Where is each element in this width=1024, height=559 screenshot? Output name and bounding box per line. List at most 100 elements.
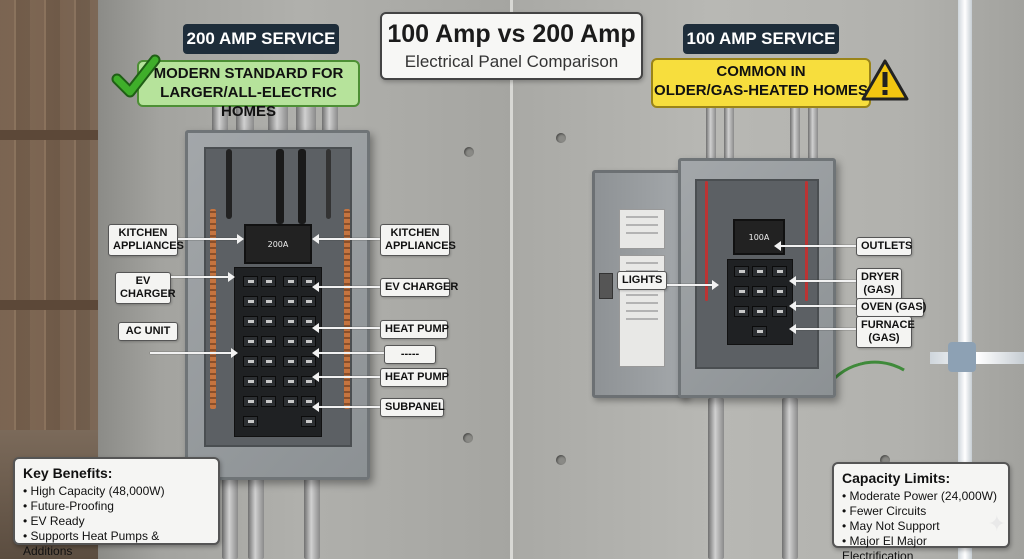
conduit xyxy=(708,398,724,559)
tagline-line: MODERN STANDARD FOR xyxy=(153,65,344,82)
water-pipe xyxy=(930,352,1024,364)
conduit xyxy=(790,95,800,160)
breaker xyxy=(261,276,276,287)
breaker xyxy=(283,276,298,287)
breaker xyxy=(261,316,276,327)
breaker xyxy=(283,336,298,347)
wood-beam xyxy=(0,300,98,310)
callout-line: EV xyxy=(135,275,151,287)
panel-interior: 200A xyxy=(204,147,352,447)
breaker xyxy=(283,316,298,327)
callout-text: HEAT PUMP xyxy=(385,371,449,383)
breaker xyxy=(734,306,749,317)
breaker xyxy=(261,336,276,347)
conduit xyxy=(222,475,238,559)
breaker xyxy=(301,416,316,427)
ground-bar xyxy=(210,209,216,409)
callout-dryer: DRYER (GAS) xyxy=(856,268,902,300)
leader-line xyxy=(171,272,235,282)
service-badge-200a: 200 AMP SERVICE xyxy=(183,24,339,54)
conduit xyxy=(724,95,734,160)
panel-200a: 200A xyxy=(185,130,370,480)
breaker xyxy=(243,336,258,347)
main-breaker-label: 100A xyxy=(748,232,770,242)
breaker xyxy=(243,416,258,427)
breaker xyxy=(283,296,298,307)
breaker xyxy=(772,266,787,277)
tagline-200a: MODERN STANDARD FOR LARGER/ALL-ELECTRIC … xyxy=(137,60,360,120)
door-label xyxy=(619,209,665,249)
wire xyxy=(326,149,331,219)
water-pipe xyxy=(958,0,972,559)
callout-dashes: ----- xyxy=(384,345,436,364)
page-title: 100 Amp vs 200 Amp xyxy=(387,20,636,48)
leader-line xyxy=(312,323,380,333)
callout-text: ----- xyxy=(400,348,420,360)
breaker xyxy=(283,356,298,367)
list-item: Major El Major Electrification xyxy=(842,534,1000,559)
capacity-limits-box: Capacity Limits: Moderate Power (24,000W… xyxy=(832,462,1010,559)
breaker xyxy=(752,326,767,337)
callout-line: APPLIANCES xyxy=(385,240,456,252)
breaker xyxy=(772,286,787,297)
callout-line: FURNACE xyxy=(861,319,915,331)
callout-subpanel: SUBPANEL xyxy=(380,398,445,417)
conduit xyxy=(782,398,798,559)
breaker-bus xyxy=(727,259,793,345)
wire xyxy=(226,149,232,219)
leader-line xyxy=(312,402,380,412)
list-item: Moderate Power (24,000W) xyxy=(842,489,1000,504)
key-benefits-box: Key Benefits: High Capacity (48,000W) Fu… xyxy=(13,457,220,558)
callout-line: KITCHEN xyxy=(118,227,168,239)
wire xyxy=(298,149,306,224)
service-badge-100a: 100 AMP SERVICE xyxy=(683,24,839,54)
breaker xyxy=(752,266,767,277)
callout-heat-pump: HEAT PUMP xyxy=(380,320,449,339)
list-item: May Not Support xyxy=(842,519,1000,534)
callout-ev-charger-left: EV CHARGER xyxy=(115,272,176,304)
wall-hole xyxy=(556,133,566,143)
leader-line xyxy=(789,324,856,334)
leader-line xyxy=(178,234,244,244)
capacity-limits-title: Capacity Limits: xyxy=(842,470,951,486)
breaker xyxy=(243,316,258,327)
page-subtitle: Electrical Panel Comparison xyxy=(404,52,619,71)
conduit xyxy=(304,475,320,559)
conduit xyxy=(248,475,264,559)
callout-line: (GAS) xyxy=(868,332,900,344)
wire xyxy=(705,181,708,301)
callout-ev-charger-right: EV CHARGER xyxy=(380,278,458,297)
tagline-line: LARGER/ALL-ELECTRIC HOMES xyxy=(160,84,337,120)
breaker xyxy=(243,376,258,387)
panel-interior: 100A xyxy=(695,179,819,369)
breaker xyxy=(243,356,258,367)
breaker xyxy=(243,396,258,407)
callout-line: DRYER xyxy=(861,271,900,283)
list-item: Supports Heat Pumps & Additions xyxy=(23,529,210,559)
breaker-bus xyxy=(234,267,322,437)
list-item: EV Ready xyxy=(23,514,210,529)
wood-beam xyxy=(0,130,98,140)
wall-hole xyxy=(464,147,474,157)
callout-text: OUTLETS xyxy=(861,240,913,252)
leader-line xyxy=(312,372,380,382)
panel-100a: 100A xyxy=(678,158,836,398)
wall-hole xyxy=(463,433,473,443)
leader-line xyxy=(774,241,856,251)
callout-text: SUBPANEL xyxy=(385,401,445,413)
callout-line: APPLIANCES xyxy=(113,240,184,252)
breaker xyxy=(283,376,298,387)
pipe-fitting xyxy=(948,342,976,372)
leader-line xyxy=(312,282,380,292)
main-breaker-label: 200A xyxy=(267,239,289,249)
key-benefits-title: Key Benefits: xyxy=(23,465,113,481)
wall-hole xyxy=(880,455,890,465)
breaker xyxy=(301,336,316,347)
breaker xyxy=(734,266,749,277)
breaker xyxy=(261,396,276,407)
callout-line: KITCHEN xyxy=(390,227,440,239)
breaker xyxy=(301,356,316,367)
callout-outlets: OUTLETS xyxy=(856,237,912,256)
leader-line xyxy=(312,234,380,244)
wire xyxy=(276,149,284,224)
